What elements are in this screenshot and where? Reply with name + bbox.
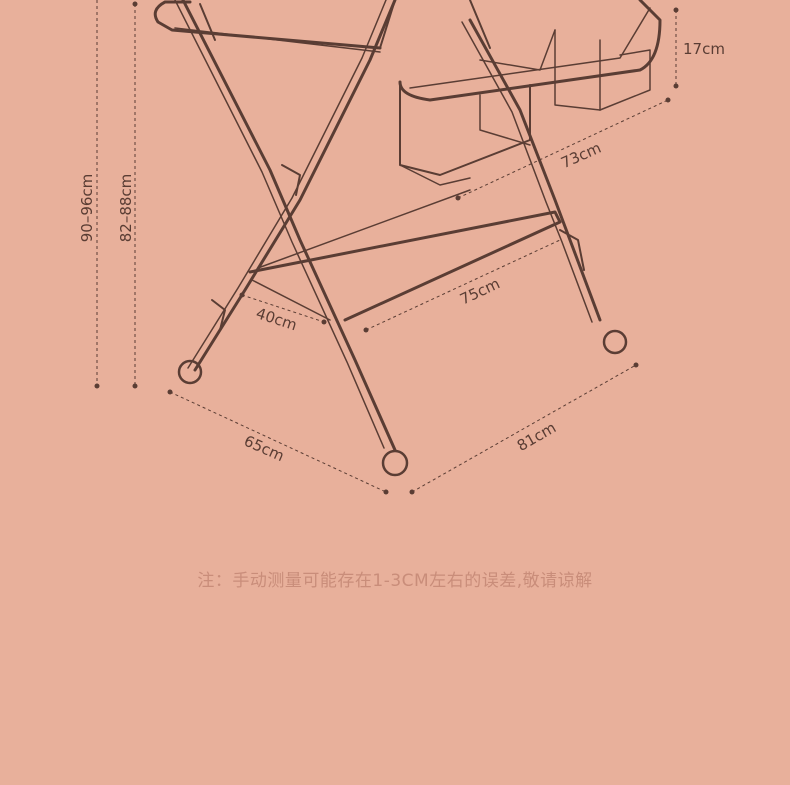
dot xyxy=(94,383,100,389)
lower-shelf xyxy=(248,210,562,322)
dot xyxy=(665,97,671,103)
guide-shelf-width xyxy=(241,294,325,323)
left-cross-leg-b-edge xyxy=(187,0,387,369)
basket-divider-1 xyxy=(479,94,531,146)
lower-shelf-side xyxy=(251,279,331,321)
basket-rim xyxy=(398,0,662,102)
left-cross-leg-b xyxy=(193,0,397,372)
label-total-height: 90–96cm xyxy=(78,174,96,243)
guide-basket-length xyxy=(457,99,669,199)
basket-side xyxy=(599,49,651,111)
dot xyxy=(633,362,639,368)
label-basket-depth: 17cm xyxy=(683,40,725,58)
top-rail xyxy=(153,0,382,50)
dot xyxy=(167,389,173,395)
dot xyxy=(363,327,369,333)
dot xyxy=(673,7,679,13)
left-cross-leg-a xyxy=(181,0,397,452)
hinge-left xyxy=(281,164,301,196)
label-base-width: 65cm xyxy=(241,432,287,466)
wheel-right xyxy=(602,329,628,355)
wheel-front xyxy=(381,449,409,477)
top-bracket xyxy=(199,3,216,41)
guide-shelf-length xyxy=(365,239,561,331)
dot xyxy=(321,319,327,325)
guide-endpoints xyxy=(94,1,679,495)
measurement-note: 注：手动测量可能存在1-3CM左右的误差,敬请谅解 xyxy=(197,571,593,591)
label-shelf-width: 40cm xyxy=(254,304,299,334)
label-base-length: 81cm xyxy=(514,418,559,455)
basket-back-divider xyxy=(479,29,556,71)
wheel-left xyxy=(177,359,203,385)
left-cross-leg-a-edge xyxy=(174,0,385,449)
basket-bottom xyxy=(399,164,471,186)
mattress-support xyxy=(469,0,491,49)
label-shelf-length: 75cm xyxy=(457,274,503,308)
dot xyxy=(132,1,138,7)
dot xyxy=(673,83,679,89)
basket-front xyxy=(399,81,531,176)
guide-base-width xyxy=(169,391,387,493)
dot xyxy=(132,383,138,389)
changing-table-frame xyxy=(153,0,662,452)
leg-clip-left xyxy=(211,299,226,331)
leg-clip-right xyxy=(559,229,585,271)
dimension-guides xyxy=(96,0,677,493)
dot xyxy=(383,489,389,495)
lower-shelf-back xyxy=(257,189,471,269)
basket-rim-inner xyxy=(409,7,651,89)
top-rail-inner xyxy=(174,27,381,53)
dot xyxy=(455,195,461,201)
label-basket-length: 73cm xyxy=(558,139,604,173)
right-leg xyxy=(468,18,602,322)
guide-base-length xyxy=(411,364,637,493)
right-leg-edge xyxy=(461,21,593,323)
dot xyxy=(409,489,415,495)
basket-divider-2 xyxy=(554,29,601,111)
label-table-height: 82–88cm xyxy=(117,174,135,243)
dot xyxy=(239,292,245,298)
wheels xyxy=(177,329,628,477)
